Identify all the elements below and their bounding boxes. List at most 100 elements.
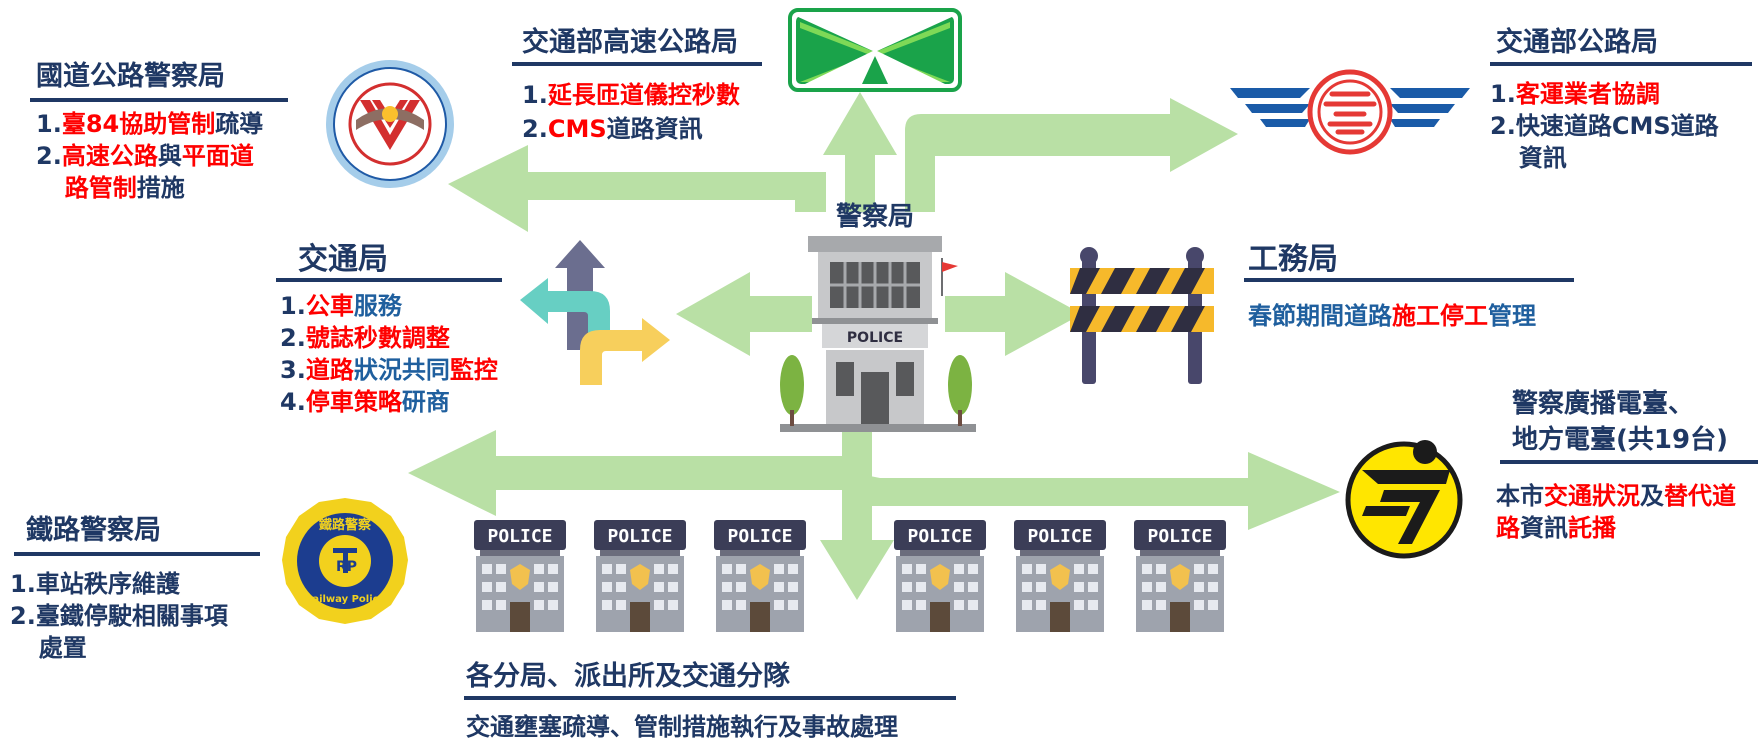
- item-text: 資訊: [1520, 514, 1568, 542]
- item-text: 本市: [1496, 482, 1544, 510]
- railway-logo-top: 鐵路警察: [319, 517, 372, 533]
- freeway-bureau-items: 1.延長匝道儀控秒數 2.CMS道路資訊: [522, 78, 740, 146]
- item-number: 1.: [522, 81, 548, 109]
- list-item: 3.道路狀況共同監控: [280, 354, 498, 386]
- list-item: 本市交通狀況及替代道: [1496, 480, 1736, 512]
- item-text: 措施: [136, 174, 185, 202]
- item-text: 施工停工: [1392, 302, 1488, 330]
- arrow-to-freeway-bureau: [823, 92, 897, 212]
- radio-underline: [1500, 460, 1758, 464]
- item-text: 高速公路: [61, 142, 158, 170]
- center-label: 警察局: [836, 202, 915, 232]
- freeway-bureau-underline: [512, 62, 762, 66]
- svg-text:POLICE: POLICE: [1027, 526, 1092, 547]
- list-item: 2.高速公路與平面道: [36, 140, 263, 172]
- list-item: 2.號誌秒數調整: [280, 322, 498, 354]
- item-text: 公車: [305, 292, 354, 320]
- list-item: 路資訊託播: [1496, 512, 1736, 544]
- item-text: 道路: [305, 356, 354, 384]
- precinct-building-icon: POLICE: [1010, 520, 1110, 632]
- highway-bureau-title: 交通部公路局: [1496, 27, 1658, 58]
- item-text: 研商: [401, 388, 450, 416]
- item-text: 道路資訊: [606, 115, 703, 143]
- public-works-underline: [1244, 278, 1574, 282]
- highway-police-logo: [326, 60, 454, 188]
- item-text: 交通壅塞疏導、管制措施執行及事故處理: [466, 713, 898, 741]
- arrow-to-radio: [855, 452, 1340, 530]
- highway-bureau-logo: [1230, 69, 1470, 155]
- precincts-underline: [464, 696, 956, 700]
- item-number: 2.: [280, 324, 306, 352]
- item-number: 1.: [10, 570, 36, 598]
- railway-police-underline: [14, 552, 260, 556]
- railway-logo-bottom: Railway Police: [305, 594, 386, 605]
- railway-police-logo: RP 鐵路警察 Railway Police: [282, 498, 408, 624]
- arrow-to-precincts: [820, 500, 894, 600]
- item-text: 延長匝道儀控秒數: [547, 81, 740, 109]
- radio-title: 警察廣播電臺、 地方電臺(共19台): [1512, 386, 1728, 458]
- highway-police-title: 國道公路警察局: [36, 61, 225, 92]
- public-works-title: 工務局: [1248, 242, 1338, 277]
- precincts-items: 交通壅塞疏導、管制措施執行及事故處理: [466, 712, 898, 742]
- item-text: 路: [1496, 514, 1520, 542]
- svg-text:POLICE: POLICE: [1147, 526, 1212, 547]
- barricade-icon: [1070, 247, 1214, 384]
- item-number: 1.: [280, 292, 306, 320]
- list-item: 春節期間道路施工停工管理: [1248, 300, 1536, 332]
- transport-bureau-underline: [276, 278, 502, 282]
- item-text: CMS: [547, 115, 607, 143]
- police-station-icon: [780, 236, 976, 432]
- list-item: 2.快速道路CMS道路: [1490, 110, 1719, 142]
- item-text: 停車策略: [305, 388, 402, 416]
- arrow-to-highway-bureau: [905, 98, 1238, 212]
- radio-title-line1: 警察廣播電臺、: [1512, 389, 1695, 419]
- railway-logo-mark: RP: [336, 559, 357, 575]
- precinct-building-icon: POLICE: [890, 520, 990, 632]
- item-number: 3.: [280, 356, 306, 384]
- list-item: 資訊: [1490, 142, 1719, 174]
- precinct-building-icon: POLICE: [590, 520, 690, 632]
- item-text: 春節期間道路: [1248, 302, 1392, 330]
- item-text: 路管制: [64, 174, 137, 202]
- list-item: 1.客運業者協調: [1490, 78, 1719, 110]
- arrow-to-railway-police: [408, 430, 860, 516]
- item-text: 號誌秒數調整: [305, 324, 450, 352]
- svg-text:POLICE: POLICE: [907, 526, 972, 547]
- item-text: 快速道路CMS道路: [1515, 112, 1719, 140]
- item-text: 客運業者協調: [1515, 80, 1660, 108]
- item-text: 與: [157, 142, 182, 170]
- arrow-to-public-works: [945, 272, 1082, 356]
- item-text: 處置: [38, 634, 87, 662]
- item-text: 管理: [1488, 302, 1536, 330]
- item-text: 臺鐵停駛相關事項: [35, 602, 228, 630]
- item-number: 2.: [1490, 112, 1516, 140]
- item-text: 及: [1640, 482, 1664, 510]
- list-item: 處置: [10, 632, 228, 664]
- item-text: 替代道: [1664, 482, 1736, 510]
- highway-bureau-underline: [1490, 62, 1752, 66]
- precinct-building-icon: POLICE: [710, 520, 810, 632]
- item-text: 監控: [449, 356, 498, 384]
- radio-items: 本市交通狀況及替代道路資訊託播: [1496, 480, 1736, 544]
- item-text: 車站秩序維護: [35, 570, 180, 598]
- list-item: 1.臺84協助管制疏導: [36, 108, 263, 140]
- list-item: 1.車站秩序維護: [10, 568, 228, 600]
- item-number: 1.: [1490, 80, 1516, 108]
- item-text: 臺84協助管制: [61, 110, 216, 138]
- freeway-bureau-title: 交通部高速公路局: [522, 27, 738, 58]
- connector-arrows: [408, 92, 1340, 600]
- precincts-title: 各分局、派出所及交通分隊: [466, 661, 790, 692]
- item-number: 2.: [522, 115, 548, 143]
- arrow-to-highway-police: [448, 145, 826, 232]
- item-text: 疏導: [215, 110, 264, 138]
- svg-text:POLICE: POLICE: [727, 526, 792, 547]
- list-item: 2.臺鐵停駛相關事項: [10, 600, 228, 632]
- item-text: 平面道: [181, 142, 254, 170]
- item-number: 2.: [10, 602, 36, 630]
- item-number: 2.: [36, 142, 62, 170]
- public-works-items: 春節期間道路施工停工管理: [1248, 300, 1536, 332]
